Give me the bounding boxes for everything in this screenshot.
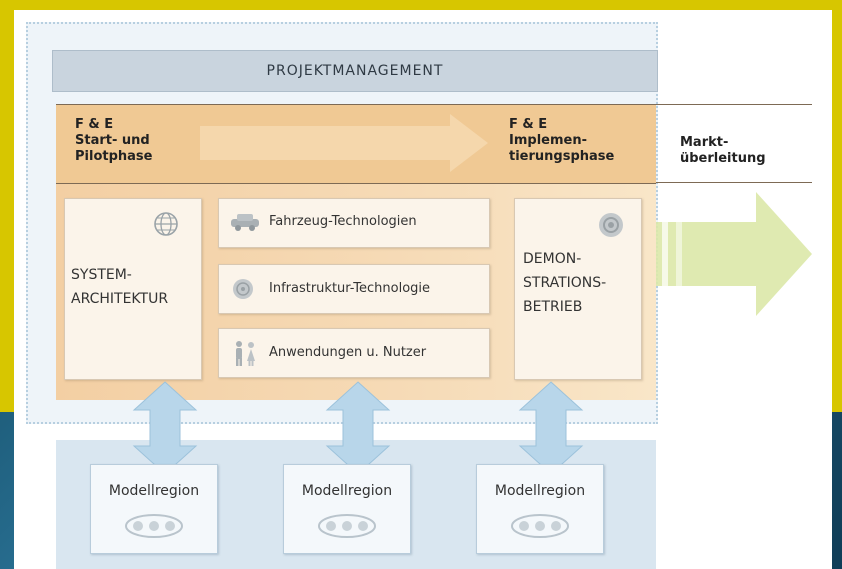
phase-start-pilot: F & E Start- und Pilotphase [75, 117, 153, 164]
model-region-label-3: Modellregion [494, 483, 586, 499]
infrastructure-icon [233, 279, 253, 299]
model-region-box-3: Modellregion [476, 464, 604, 554]
market-transition-arrow-icon [656, 192, 812, 316]
system-architecture-box: SYSTEM- ARCHITEKTUR [64, 198, 202, 380]
vehicle-icon [231, 214, 259, 231]
system-architecture-label: SYSTEM- ARCHITEKTUR [71, 267, 169, 307]
projektmanagement-label: PROJEKTMANAGEMENT [266, 63, 444, 79]
model-region-box-2: Modellregion [283, 464, 411, 554]
model-region-label-2: Modellregion [301, 483, 393, 499]
tech-label-vehicle: Fahrzeug-Technologien [269, 214, 417, 229]
phase-market-transition: Markt- überleitung [680, 135, 766, 166]
phase-implementation: F & E Implemen- tierungsphase [509, 117, 615, 164]
demonstration-label: DEMON- STRATIONS- BETRIEB [523, 251, 607, 315]
connector-arrow-1 [132, 381, 198, 475]
gear-icon [599, 213, 623, 237]
tech-label-users: Anwendungen u. Nutzer [269, 345, 427, 360]
network-icon [318, 514, 376, 538]
network-icon [511, 514, 569, 538]
model-region-box-1: Modellregion [90, 464, 218, 554]
demonstration-box: DEMON- STRATIONS- BETRIEB [514, 198, 642, 380]
tech-label-infrastructure: Infrastruktur-Technologie [269, 281, 431, 296]
phase-transition-arrow-icon [200, 114, 488, 172]
network-icon [125, 514, 183, 538]
globe-icon [154, 212, 178, 236]
tech-box-vehicle: Fahrzeug-Technologien [218, 198, 490, 248]
projektmanagement-bar: PROJEKTMANAGEMENT [52, 50, 658, 92]
tech-box-infrastructure: Infrastruktur-Technologie [218, 264, 490, 314]
users-icon [236, 341, 255, 366]
tech-box-users: Anwendungen u. Nutzer [218, 328, 490, 378]
model-region-label-1: Modellregion [108, 483, 200, 499]
connector-arrow-2 [325, 381, 391, 475]
connector-arrow-3 [518, 381, 584, 475]
phase-line-bottom [656, 182, 812, 183]
phase-line-top [656, 104, 812, 105]
